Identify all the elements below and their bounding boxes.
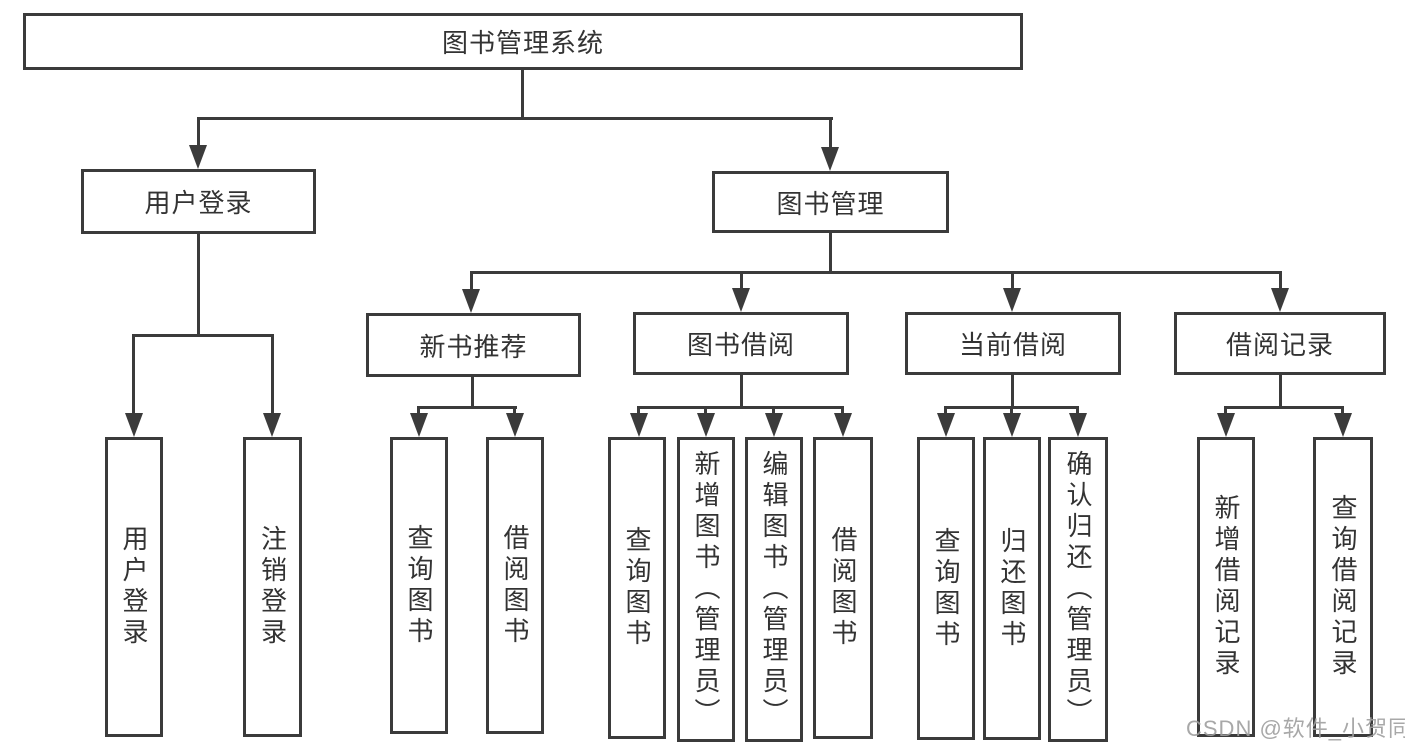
leaf-current-return-books: 归还图书	[983, 437, 1041, 740]
arrow-stem-current-borrow	[1011, 271, 1014, 292]
arrowhead-nr-query-books	[410, 413, 428, 437]
leaf-current-query-books: 查询图书	[917, 437, 975, 740]
connector-level3-rail	[470, 271, 1282, 274]
leaf-borrow-add-books-admin: 新增图书（管理员）	[677, 437, 735, 742]
arrow-stem-br-query-record	[1341, 406, 1344, 416]
connector-new-book-recommend-rail	[417, 406, 517, 409]
connector-book-borrow-stem	[740, 375, 743, 409]
arrowhead-cb-confirm-return	[1069, 413, 1087, 437]
node-root: 图书管理系统	[23, 13, 1023, 70]
leaf-records-query-borrow-record: 查询借阅记录	[1313, 437, 1373, 737]
connector-borrow-records-rail	[1224, 406, 1344, 409]
connector-root-stem	[521, 69, 524, 120]
leaf-borrow-borrow-books: 借阅图书	[813, 437, 873, 739]
connector-user-login-stem	[197, 233, 200, 337]
arrow-stem-leaf-user-login	[132, 334, 135, 416]
node-current-borrow: 当前借阅	[905, 312, 1121, 375]
connector-book-borrow-rail	[637, 406, 844, 409]
arrowhead-user-login	[189, 145, 207, 169]
node-user-login: 用户登录	[81, 169, 316, 234]
arrow-stem-nr-query-books	[417, 406, 420, 416]
arrowhead-bb-add-books	[697, 413, 715, 437]
connector-level2-rail	[197, 117, 833, 120]
arrow-stem-cb-query-books	[944, 406, 947, 416]
arrow-stem-leaf-logout	[271, 334, 274, 416]
arrowhead-br-add-record	[1217, 413, 1235, 437]
arrowhead-book-management	[821, 147, 839, 171]
arrowhead-cb-return-books	[1003, 413, 1021, 437]
arrow-stem-book-borrow	[740, 271, 743, 292]
leaf-user-login: 用户登录	[105, 437, 163, 737]
connector-current-borrow-stem	[1011, 375, 1014, 409]
arrowhead-br-query-record	[1334, 413, 1352, 437]
leaf-recommend-query-books: 查询图书	[390, 437, 448, 734]
connector-user-login-rail	[132, 334, 274, 337]
arrowhead-borrow-records	[1271, 288, 1289, 312]
arrow-stem-cb-return-books	[1010, 406, 1013, 416]
node-borrow-records: 借阅记录	[1174, 312, 1386, 375]
arrow-stem-new-book-recommend	[470, 271, 473, 293]
arrowhead-nr-borrow-books	[506, 413, 524, 437]
arrow-stem-bb-borrow-books	[841, 406, 844, 416]
connector-borrow-records-stem	[1279, 375, 1282, 409]
arrow-stem-br-add-record	[1224, 406, 1227, 416]
arrowhead-bb-edit-books	[765, 413, 783, 437]
arrow-stem-nr-borrow-books	[513, 406, 516, 416]
leaf-current-confirm-return-admin: 确认归还（管理员）	[1048, 437, 1108, 742]
arrow-stem-user-login	[197, 117, 200, 149]
leaf-recommend-borrow-books: 借阅图书	[486, 437, 544, 734]
arrowhead-new-book-recommend	[462, 289, 480, 313]
leaf-records-add-borrow-record: 新增借阅记录	[1197, 437, 1255, 737]
arrowhead-leaf-logout	[263, 413, 281, 437]
arrow-stem-cb-confirm-return	[1076, 406, 1079, 416]
leaf-borrow-query-books: 查询图书	[608, 437, 666, 739]
arrowhead-bb-query-books	[630, 413, 648, 437]
arrowhead-book-borrow	[732, 288, 750, 312]
arrow-stem-book-management	[829, 117, 832, 151]
csdn-watermark: CSDN @软件_小贺同学	[1186, 716, 1405, 741]
arrowhead-leaf-user-login	[125, 413, 143, 437]
arrowhead-bb-borrow-books	[834, 413, 852, 437]
node-new-book-recommend: 新书推荐	[366, 313, 581, 377]
leaf-borrow-edit-books-admin: 编辑图书（管理员）	[745, 437, 803, 742]
arrowhead-cb-query-books	[937, 413, 955, 437]
arrowhead-current-borrow	[1003, 288, 1021, 312]
arrow-stem-bb-add-books	[704, 406, 707, 416]
node-book-management: 图书管理	[712, 171, 949, 233]
leaf-logout: 注销登录	[243, 437, 302, 737]
connector-new-book-recommend-stem	[471, 377, 474, 409]
connector-book-management-stem	[829, 233, 832, 274]
arrow-stem-bb-edit-books	[772, 406, 775, 416]
arrow-stem-bb-query-books	[637, 406, 640, 416]
arrow-stem-borrow-records	[1279, 271, 1282, 292]
node-book-borrow: 图书借阅	[633, 312, 849, 375]
